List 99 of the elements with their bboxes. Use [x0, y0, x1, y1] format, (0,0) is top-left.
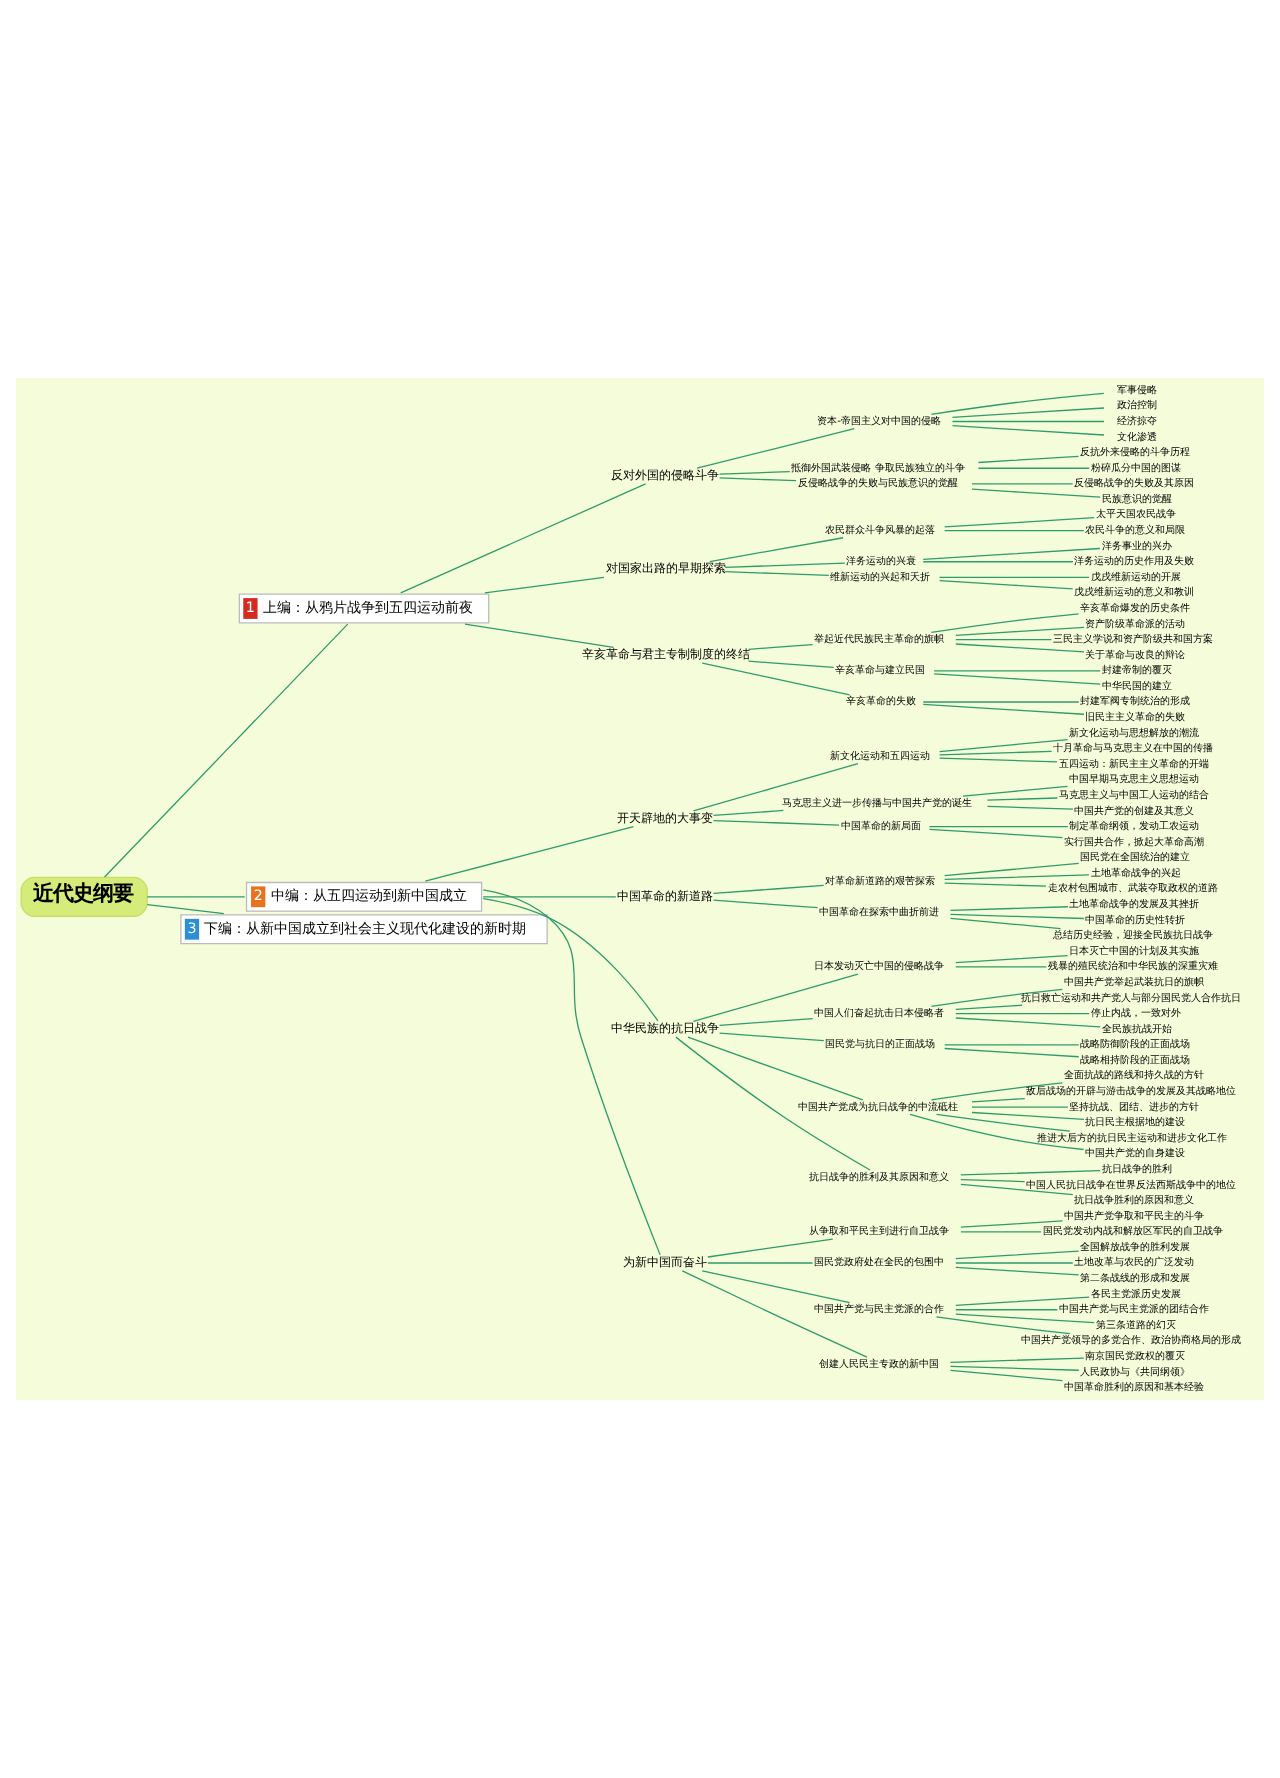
connector: [944, 862, 1080, 877]
connector: [960, 1178, 1026, 1183]
connector: [971, 1097, 1026, 1103]
connector: [955, 643, 1085, 653]
connector: [712, 819, 840, 826]
connector: [960, 1220, 1064, 1228]
connector: [681, 1270, 868, 1358]
connector: [971, 488, 1101, 498]
connector: [935, 1113, 1071, 1132]
connector: [971, 1106, 1069, 1108]
connector: [960, 1231, 1042, 1233]
connector: [724, 571, 830, 577]
connector: [971, 483, 1074, 485]
connector: [718, 470, 791, 475]
connector: [955, 1296, 1090, 1307]
connector: [955, 955, 1069, 964]
connector: [935, 1316, 1071, 1335]
connector: [747, 660, 835, 668]
connector: [484, 576, 605, 594]
connector: [986, 805, 1074, 810]
connector: [944, 874, 1090, 881]
connector: [482, 896, 617, 898]
connector: [922, 703, 1085, 715]
connector: [747, 644, 814, 650]
connector: [955, 1013, 1090, 1015]
connector: [701, 662, 851, 696]
connector: [930, 392, 1105, 415]
connector: [951, 407, 1105, 418]
connector: [930, 988, 1063, 1008]
connector: [922, 547, 1101, 561]
connector: [687, 1036, 864, 1101]
connector: [928, 828, 1063, 839]
connector: [944, 1047, 1080, 1058]
connector: [707, 1238, 834, 1258]
connector: [400, 483, 647, 594]
connector: [986, 797, 1058, 801]
connector: [718, 1018, 814, 1027]
connector: [909, 1113, 1085, 1151]
connector: [949, 1369, 1064, 1382]
connector: [696, 428, 855, 469]
connector: [971, 1111, 1085, 1121]
connector: [724, 562, 846, 569]
connector: [977, 467, 1090, 469]
connector: [955, 1262, 1074, 1264]
connector: [951, 420, 1105, 423]
connector: [103, 623, 349, 878]
connector: [944, 529, 1085, 532]
connector: [424, 826, 635, 882]
connector: [944, 517, 1095, 528]
connector: [955, 626, 1085, 636]
connector: [718, 1032, 825, 1042]
connector: [701, 1270, 851, 1304]
connector: [712, 884, 825, 895]
connector: [146, 896, 246, 898]
connector: [944, 882, 1047, 887]
connector: [692, 763, 859, 812]
connector: [949, 906, 1069, 911]
connector: [692, 973, 859, 1022]
connector: [482, 889, 661, 1256]
connector: [949, 917, 1062, 930]
connector: [960, 1183, 1074, 1196]
connector: [482, 898, 659, 1022]
connector: [930, 1082, 1063, 1101]
connector: [939, 750, 1053, 756]
connector: [939, 576, 1090, 578]
connector: [955, 639, 1053, 641]
connector: [922, 561, 1074, 563]
connector: [707, 1262, 814, 1264]
connector: [949, 1357, 1085, 1363]
connector: [951, 425, 1105, 436]
connector: [955, 1004, 1023, 1010]
connector: [939, 757, 1058, 763]
connector: [955, 966, 1047, 968]
connector: [955, 1309, 1058, 1311]
connector: [955, 1266, 1080, 1276]
connector: [955, 1017, 1101, 1028]
connector: [944, 1044, 1080, 1046]
connector: [949, 913, 1085, 920]
connector: [464, 623, 615, 649]
connector: [955, 1250, 1080, 1260]
connector: [675, 1036, 871, 1171]
connector: [955, 1313, 1095, 1324]
connector: [933, 670, 1101, 672]
connector: [949, 1365, 1080, 1371]
connector: [962, 785, 1069, 797]
connector: [712, 809, 784, 817]
connector: [939, 580, 1074, 590]
connector: [928, 826, 1069, 828]
connector: [712, 899, 819, 909]
connector: [939, 739, 1069, 753]
connector: [977, 455, 1080, 464]
connector: [718, 477, 797, 482]
connector: [960, 1170, 1101, 1176]
connector: [933, 673, 1101, 685]
connector: [709, 537, 844, 563]
connector: [146, 903, 225, 915]
node-box: 近代史纲要: [20, 876, 148, 917]
connector: [922, 701, 1080, 703]
connector: [930, 613, 1080, 634]
